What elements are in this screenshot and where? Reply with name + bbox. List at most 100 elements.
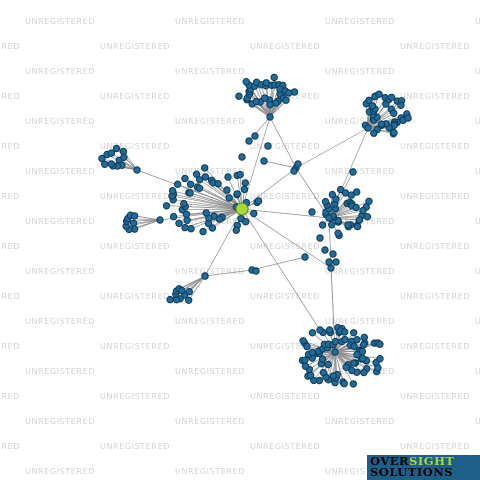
entity-node[interactable]	[185, 296, 193, 304]
entity-node[interactable]	[318, 355, 327, 363]
entity-node[interactable]	[214, 180, 222, 188]
entity-node[interactable]	[242, 218, 250, 226]
entity-node[interactable]	[202, 209, 210, 217]
entity-node[interactable]	[236, 170, 244, 179]
entity-node[interactable]	[173, 180, 182, 188]
entity-node[interactable]	[368, 102, 377, 110]
entity-node[interactable]	[358, 347, 367, 356]
entity-node[interactable]	[169, 212, 178, 221]
entity-node[interactable]	[232, 226, 241, 234]
entity-node[interactable]	[162, 202, 171, 210]
entity-node[interactable]	[187, 225, 195, 233]
entity-node[interactable]	[201, 173, 210, 181]
entity-node[interactable]	[404, 114, 412, 122]
entity-node[interactable]	[353, 336, 361, 344]
entity-node[interactable]	[130, 212, 139, 220]
entity-node[interactable]	[359, 354, 367, 363]
entity-node[interactable]	[225, 194, 233, 202]
entity-node[interactable]	[241, 179, 250, 187]
entity-node[interactable]	[325, 214, 333, 222]
entity-node[interactable]	[376, 355, 384, 363]
entity-node[interactable]	[375, 90, 383, 98]
focus-company-hub-node[interactable]	[235, 202, 249, 216]
entity-node[interactable]	[303, 342, 311, 351]
entity-node[interactable]	[363, 213, 372, 221]
entity-node[interactable]	[331, 348, 339, 356]
entity-node[interactable]	[370, 129, 378, 137]
entity-node[interactable]	[329, 372, 337, 380]
entity-node[interactable]	[321, 246, 329, 254]
entity-node[interactable]	[308, 329, 317, 337]
entity-node[interactable]	[316, 326, 324, 334]
entity-node[interactable]	[186, 189, 194, 197]
entity-node[interactable]	[245, 137, 253, 145]
entity-node[interactable]	[224, 173, 232, 181]
entity-node[interactable]	[235, 92, 243, 100]
entity-node[interactable]	[282, 96, 290, 104]
entity-node[interactable]	[327, 264, 335, 272]
entity-node[interactable]	[285, 89, 293, 97]
entity-node[interactable]	[341, 335, 349, 344]
entity-node[interactable]	[195, 184, 204, 192]
entity-node[interactable]	[195, 176, 204, 184]
entity-node[interactable]	[316, 234, 324, 242]
entity-node[interactable]	[201, 272, 209, 280]
entity-node[interactable]	[324, 360, 332, 369]
entity-node[interactable]	[120, 153, 128, 162]
entity-node[interactable]	[377, 120, 386, 128]
entity-node[interactable]	[252, 267, 260, 275]
entity-node[interactable]	[98, 154, 106, 163]
entity-node[interactable]	[181, 174, 189, 183]
entity-node[interactable]	[133, 166, 141, 174]
entity-node[interactable]	[175, 219, 183, 228]
entity-node[interactable]	[182, 210, 191, 218]
entity-node[interactable]	[328, 221, 336, 229]
entity-node[interactable]	[208, 224, 217, 232]
entity-node[interactable]	[331, 337, 340, 346]
entity-node[interactable]	[387, 93, 396, 102]
entity-node[interactable]	[376, 340, 384, 348]
entity-node[interactable]	[397, 101, 405, 110]
entity-node[interactable]	[238, 153, 246, 161]
entity-node[interactable]	[270, 73, 278, 82]
entity-node[interactable]	[168, 187, 177, 195]
entity-node[interactable]	[180, 199, 188, 208]
entity-node[interactable]	[107, 160, 116, 168]
entity-node[interactable]	[325, 326, 334, 334]
entity-node[interactable]	[342, 363, 350, 371]
entity-node[interactable]	[349, 168, 357, 176]
entity-node[interactable]	[318, 221, 327, 229]
entity-node[interactable]	[201, 164, 209, 172]
entity-node[interactable]	[254, 197, 263, 205]
entity-node[interactable]	[353, 188, 361, 196]
entity-node[interactable]	[344, 221, 352, 229]
entity-node[interactable]	[242, 78, 250, 86]
entity-node[interactable]	[360, 368, 368, 377]
entity-node[interactable]	[340, 380, 348, 388]
entity-node[interactable]	[352, 203, 360, 212]
entity-node[interactable]	[308, 348, 317, 357]
entity-node[interactable]	[294, 160, 302, 168]
entity-node[interactable]	[306, 371, 315, 380]
entity-node[interactable]	[364, 124, 372, 132]
entity-node[interactable]	[301, 253, 309, 261]
entity-node[interactable]	[359, 206, 367, 215]
entity-node[interactable]	[264, 142, 272, 150]
entity-node[interactable]	[390, 109, 398, 118]
entity-node[interactable]	[350, 329, 358, 337]
entity-node[interactable]	[348, 366, 356, 375]
entity-node[interactable]	[353, 351, 361, 359]
entity-node[interactable]	[350, 342, 358, 351]
entity-node[interactable]	[233, 190, 241, 198]
entity-node[interactable]	[166, 295, 174, 304]
entity-node[interactable]	[223, 186, 231, 194]
entity-node[interactable]	[266, 113, 274, 121]
entity-node[interactable]	[328, 190, 337, 199]
entity-node[interactable]	[261, 94, 269, 102]
entity-node[interactable]	[329, 250, 337, 258]
entity-node[interactable]	[360, 341, 368, 349]
entity-node[interactable]	[301, 356, 309, 364]
entity-node[interactable]	[341, 328, 349, 336]
entity-node[interactable]	[336, 185, 345, 194]
entity-node[interactable]	[192, 170, 201, 178]
